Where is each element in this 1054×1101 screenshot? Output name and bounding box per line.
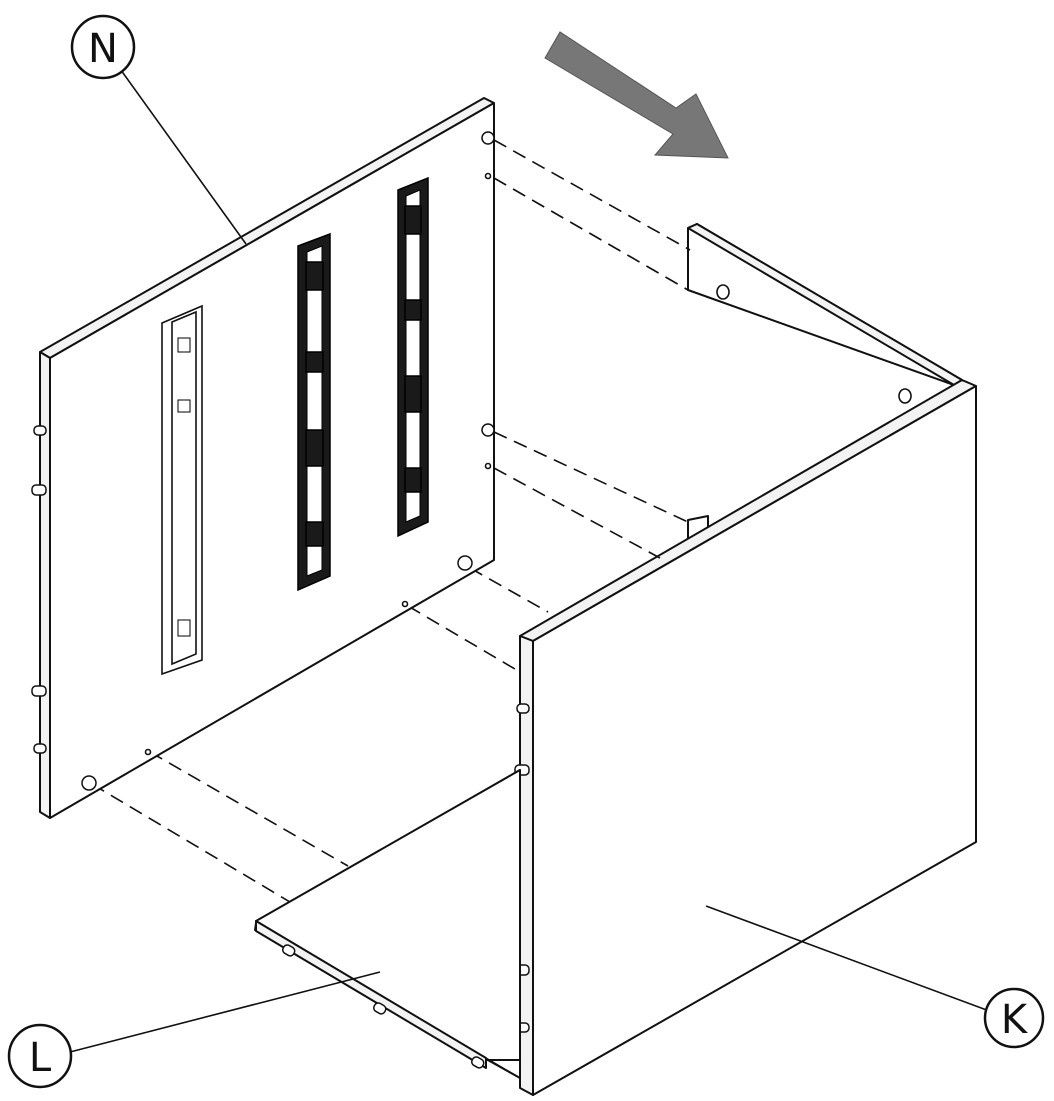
panel-l-dowels [282, 944, 485, 1069]
callout-label-l: L [29, 1035, 52, 1081]
dowel [373, 1002, 387, 1015]
guide-line [91, 783, 291, 903]
rail-clip [305, 261, 324, 291]
guide-line [493, 177, 689, 291]
guide-line [493, 467, 661, 559]
callout-label-n: N [88, 26, 118, 72]
cam-lock [457, 555, 473, 571]
dowel [31, 484, 47, 496]
guide-line [407, 605, 521, 673]
callout-l: L [7, 1023, 73, 1089]
leader-line-n [117, 65, 247, 245]
dowel [33, 425, 47, 436]
pin-hole [484, 462, 492, 470]
rail-clip [305, 429, 324, 467]
push-direction-arrow [544, 31, 729, 159]
rail-clip [404, 467, 422, 493]
panel-k [532, 385, 977, 1096]
drawer-rail-dark-2 [397, 176, 429, 538]
rail-inner [171, 310, 197, 666]
rail-slot [177, 337, 191, 353]
panel-l-group [254, 769, 521, 1079]
panel-l-top [255, 769, 521, 1061]
panel-l-edge-line [485, 1057, 521, 1079]
guide-line [493, 431, 689, 523]
guide-line [469, 567, 549, 613]
dowel [31, 685, 47, 697]
assembly-guides [91, 139, 691, 903]
cam-lock [481, 423, 495, 437]
cam-lock [81, 775, 97, 791]
rail-clip [404, 299, 422, 321]
rail-clip [404, 205, 422, 235]
panel-n-dowels [31, 425, 47, 754]
panel-n-group [31, 97, 495, 819]
drawer-rail-light [161, 304, 203, 676]
rail-clip [404, 375, 422, 413]
rail-clip [305, 351, 324, 373]
leader-line-k [705, 905, 993, 1013]
leader-line-l [69, 971, 381, 1053]
guide-line [493, 139, 691, 251]
rail-slot [177, 399, 191, 413]
panel-k-group [514, 223, 977, 1096]
dowel [471, 1056, 485, 1069]
pin-hole [401, 600, 409, 608]
callout-ring [983, 987, 1045, 1049]
cam-lock [481, 131, 495, 145]
back-rail-hole [716, 284, 730, 300]
back-rail-hole [898, 388, 912, 404]
panel-n-fittings [81, 131, 495, 791]
pin-hole [144, 748, 152, 756]
pin-hole [484, 172, 492, 180]
dowel [33, 743, 47, 754]
callout-ring [70, 14, 136, 80]
rail-channel [405, 189, 421, 523]
guide-line [149, 751, 349, 867]
panel-l-front-edge [255, 920, 487, 1069]
dowel [516, 703, 530, 714]
callout-k: K [983, 987, 1045, 1049]
rail-channel [306, 245, 323, 577]
callout-label-k: K [1001, 997, 1029, 1043]
callout-ring [7, 1023, 73, 1089]
drawer-rail-dark-1 [297, 232, 331, 592]
callout-n: N [70, 14, 136, 80]
dowel [282, 944, 296, 957]
rail-slot [177, 619, 191, 637]
panel-n-side-edge [39, 351, 51, 819]
rail-clip [305, 521, 324, 547]
